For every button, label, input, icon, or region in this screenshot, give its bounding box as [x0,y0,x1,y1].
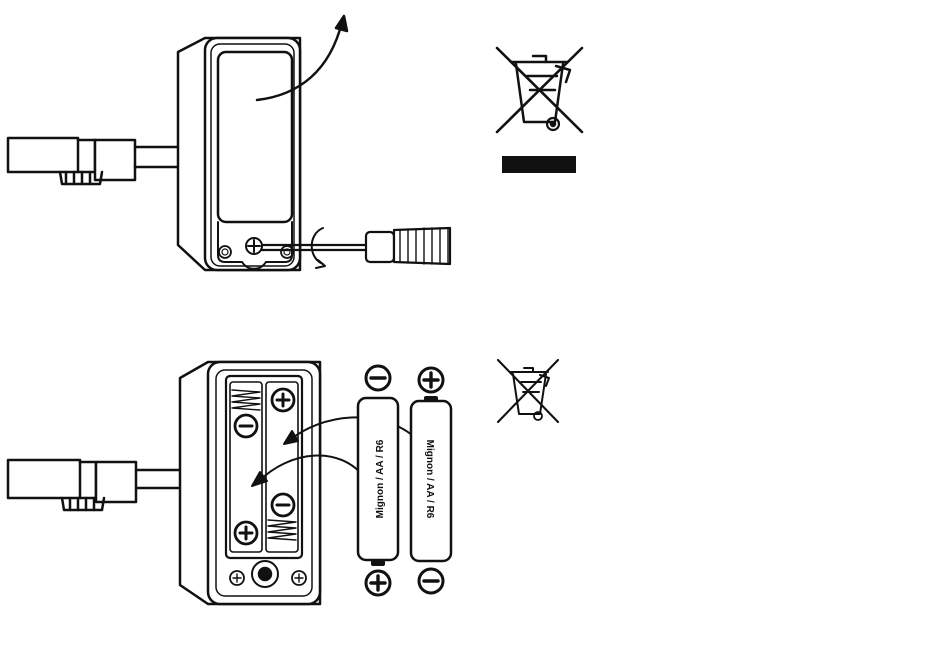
crossed-out-wheelie-bin-icon-small [498,360,558,422]
battery-right: Mignon / AA / R6 [411,368,451,593]
device-housing [178,38,300,270]
weee-bar [502,156,576,173]
battery-left: Mignon / AA / R6 [358,366,398,595]
mounting-bracket [8,138,178,184]
crossed-out-wheelie-bin-icon [497,48,582,173]
battery-left-label: Mignon / AA / R6 [375,439,386,518]
battery-insertion-figure: Mignon / AA / R6 Mignon / AA / R6 [8,362,451,604]
battery-cover-removal-figure [8,16,450,270]
device-housing-open [180,362,320,604]
battery-right-label: Mignon / AA / R6 [424,440,435,519]
mounting-bracket-lower [8,460,180,510]
